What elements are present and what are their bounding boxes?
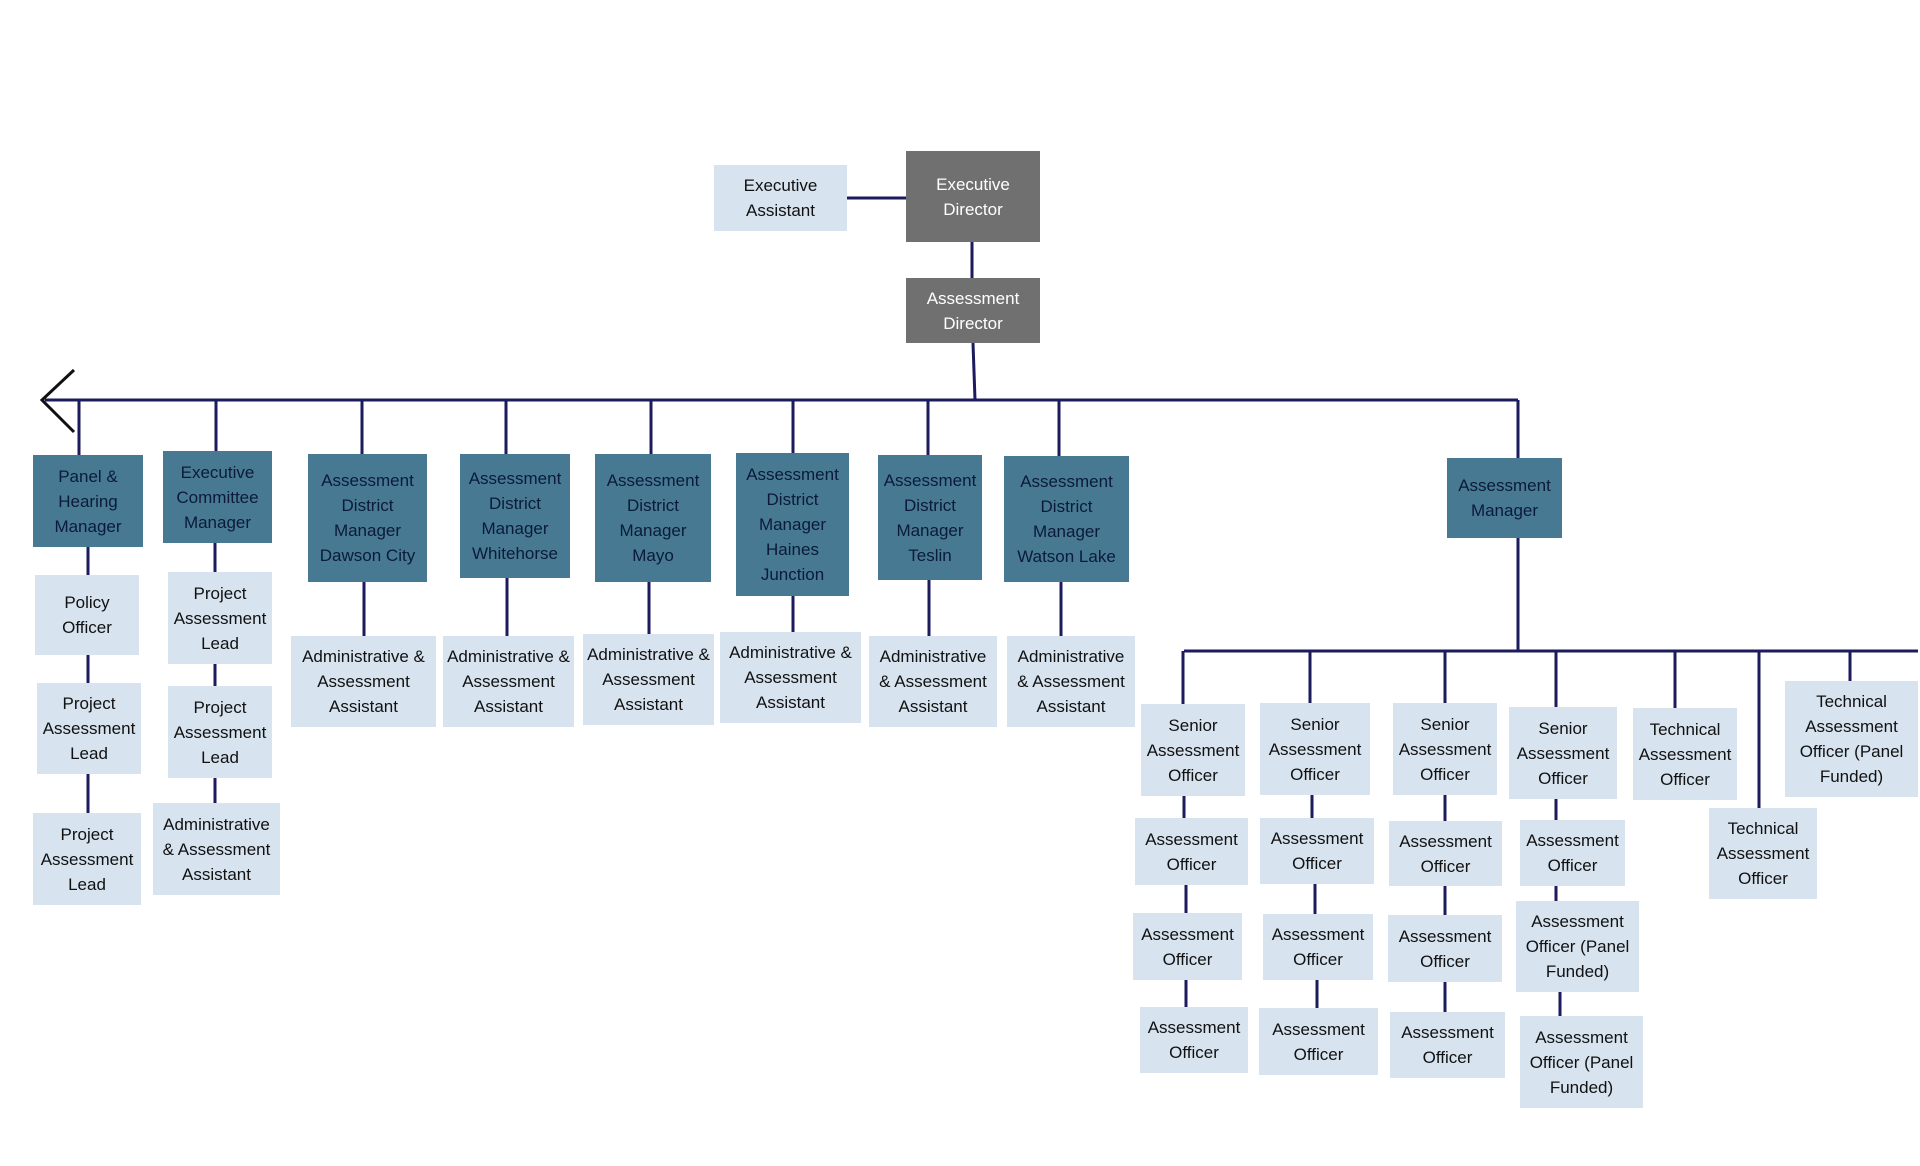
box-label: Administrative & Assessment Assistant xyxy=(447,647,570,716)
box-label: Project Assessment Lead xyxy=(173,697,267,767)
panel-hearing-manager-box: Panel & Hearing Manager xyxy=(33,455,143,547)
assessment-officer-box: Assessment Officer xyxy=(1388,915,1502,982)
adm-watson-lake-box: Assessment District Manager Watson Lake xyxy=(1004,456,1129,582)
box-label: Senior Assessment Officer xyxy=(1268,714,1362,784)
assessment-officer-box: Assessment Officer xyxy=(1133,913,1242,980)
assessment-officer-box: Assessment Officer xyxy=(1135,818,1248,885)
technical-assessment-officer-panel-funded-box: Technical Assessment Officer (Panel Fund… xyxy=(1785,681,1918,797)
box-label: Assessment District Manager Dawson City xyxy=(319,471,416,565)
assessment-officer-box: Assessment Officer xyxy=(1260,818,1374,884)
assessment-officer-box: Assessment Officer xyxy=(1389,821,1502,886)
box-label: Administrative & Assessment Assistant xyxy=(587,645,710,714)
executive-director-box: Executive Director xyxy=(906,151,1040,242)
assessment-officer-box: Assessment Officer xyxy=(1140,1007,1248,1073)
box-label: Assessment Officer xyxy=(1401,1023,1494,1067)
box-label: Assessment Director xyxy=(926,288,1020,333)
box-label: Project Assessment Lead xyxy=(173,583,267,653)
assessment-officer-box: Assessment Officer xyxy=(1263,914,1373,980)
box-label: Assessment District Manager Haines Junct… xyxy=(746,465,839,584)
chevron-left-icon xyxy=(39,368,76,434)
box-label: Project Assessment Lead xyxy=(42,694,136,763)
box-label: Administrative & Assessment Assistant xyxy=(729,643,852,712)
box-label: Senior Assessment Officer xyxy=(1398,714,1492,784)
box-label: Panel & Hearing Manager xyxy=(54,466,122,536)
adm-teslin-box: Assessment District Manager Teslin xyxy=(878,455,982,580)
box-label: Executive Director xyxy=(936,174,1010,219)
box-label: Assessment Officer xyxy=(1145,829,1238,874)
connector-line xyxy=(971,342,977,401)
box-label: Project Assessment Lead xyxy=(40,824,134,894)
senior-assessment-officer-box: Senior Assessment Officer xyxy=(1260,703,1370,795)
technical-assessment-officer-box: Technical Assessment Officer xyxy=(1633,708,1737,800)
box-label: Assessment Officer xyxy=(1272,1019,1365,1064)
adm-mayo-box: Assessment District Manager Mayo xyxy=(595,454,711,582)
assessment-officer-box: Assessment Officer xyxy=(1520,820,1625,886)
project-assessment-lead-box: Project Assessment Lead xyxy=(168,572,272,664)
box-label: Administrative & Assessment Assistant xyxy=(162,814,271,884)
assessment-officer-panel-funded-box: Assessment Officer (Panel Funded) xyxy=(1516,901,1639,992)
administrative-assessment-assistant-box: Administrative & Assessment Assistant xyxy=(153,803,280,895)
project-assessment-lead-box: Project Assessment Lead xyxy=(37,683,141,774)
box-label: Administrative & Assessment Assistant xyxy=(879,647,987,716)
project-assessment-lead-box: Project Assessment Lead xyxy=(33,813,141,905)
assessment-officer-box: Assessment Officer xyxy=(1259,1008,1378,1075)
box-label: Assessment District Manager Mayo xyxy=(606,471,700,565)
box-label: Assessment District Manager Watson Lake xyxy=(1017,472,1116,566)
box-label: Senior Assessment Officer xyxy=(1516,718,1610,788)
adm-haines-junction-box: Assessment District Manager Haines Junct… xyxy=(736,453,849,596)
box-label: Technical Assessment Officer (Panel Fund… xyxy=(1799,692,1904,786)
administrative-assessment-assistant-box: Administrative & Assessment Assistant xyxy=(720,632,861,723)
box-label: Assessment Officer xyxy=(1398,926,1492,971)
box-label: Policy Officer xyxy=(62,593,112,637)
administrative-assessment-assistant-box: Administrative & Assessment Assistant xyxy=(1007,636,1135,727)
box-label: Administrative & Assessment Assistant xyxy=(302,647,425,716)
senior-assessment-officer-box: Senior Assessment Officer xyxy=(1509,707,1617,799)
box-label: Assessment Officer xyxy=(1147,1018,1241,1062)
box-label: Assessment District Manager Teslin xyxy=(883,470,977,565)
assessment-manager-box: Assessment Manager xyxy=(1447,458,1562,538)
box-label: Assessment Officer xyxy=(1399,831,1492,876)
adm-dawson-city-box: Assessment District Manager Dawson City xyxy=(308,454,427,582)
box-label: Senior Assessment Officer xyxy=(1146,715,1240,785)
box-label: Administrative & Assessment Assistant xyxy=(1017,647,1125,716)
senior-assessment-officer-box: Senior Assessment Officer xyxy=(1393,703,1497,795)
box-label: Executive Committee Manager xyxy=(176,462,259,532)
box-label: Assessment District Manager Whitehorse xyxy=(468,469,562,563)
policy-officer-box: Policy Officer xyxy=(35,575,139,655)
project-assessment-lead-box: Project Assessment Lead xyxy=(168,686,272,778)
box-label: Assessment Officer xyxy=(1141,924,1234,969)
administrative-assessment-assistant-box: Administrative & Assessment Assistant xyxy=(443,636,574,727)
executive-assistant-box: Executive Assistant xyxy=(714,165,847,231)
assessment-director-box: Assessment Director xyxy=(906,278,1040,343)
senior-assessment-officer-box: Senior Assessment Officer xyxy=(1141,704,1245,796)
adm-whitehorse-box: Assessment District Manager Whitehorse xyxy=(460,454,570,578)
assessment-officer-box: Assessment Officer xyxy=(1390,1012,1505,1078)
executive-committee-manager-box: Executive Committee Manager xyxy=(163,451,272,543)
box-label: Technical Assessment Officer xyxy=(1716,819,1810,888)
box-label: Executive Assistant xyxy=(743,176,818,220)
box-label: Assessment Officer xyxy=(1271,925,1365,969)
box-label: Assessment Officer (Panel Funded) xyxy=(1529,1027,1634,1097)
box-label: Assessment Officer xyxy=(1526,831,1619,875)
administrative-assessment-assistant-box: Administrative & Assessment Assistant xyxy=(869,636,997,727)
box-label: Assessment Officer (Panel Funded) xyxy=(1525,912,1630,981)
technical-assessment-officer-box: Technical Assessment Officer xyxy=(1709,808,1817,899)
assessment-officer-panel-funded-box: Assessment Officer (Panel Funded) xyxy=(1520,1016,1643,1108)
box-label: Assessment Manager xyxy=(1458,476,1551,520)
administrative-assessment-assistant-box: Administrative & Assessment Assistant xyxy=(291,636,436,727)
box-label: Technical Assessment Officer xyxy=(1638,719,1732,789)
box-label: Assessment Officer xyxy=(1270,829,1364,873)
administrative-assessment-assistant-box: Administrative & Assessment Assistant xyxy=(583,634,714,725)
